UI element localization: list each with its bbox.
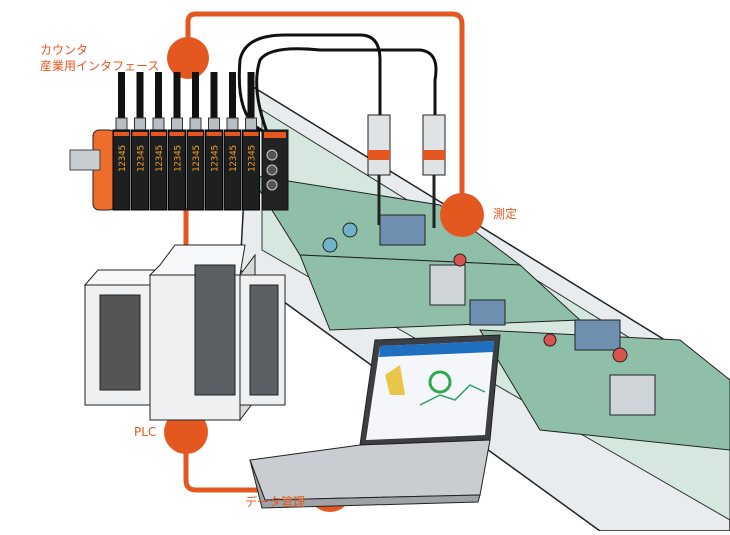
counter-unit: 12345 [186, 72, 205, 211]
plc-servers [83, 244, 286, 422]
connector-cable [136, 72, 144, 122]
counter-unit: 12345 [223, 72, 242, 211]
unit-body [168, 129, 186, 211]
brand-strip [151, 132, 166, 136]
brand-strip [225, 132, 240, 136]
unit-body [131, 129, 149, 211]
line-counter-to-measurement [185, 11, 465, 215]
din-rail [69, 149, 101, 171]
label-counter-line1: カウンタ [40, 43, 89, 57]
unit-body [223, 129, 242, 211]
label-counter: カウンタ 産業用インタフェース [40, 42, 159, 74]
brand-strip [188, 132, 203, 136]
node-counter-dot [167, 37, 209, 79]
counter-display: 12345 [192, 145, 202, 172]
connector-cable [155, 72, 162, 122]
connector-cable [173, 72, 181, 122]
counter-units: 12345 12345 12345 12345 12345 12345 12345 12345 [69, 72, 260, 211]
interface-module [261, 129, 289, 211]
brand-strip [132, 132, 148, 136]
counter-display: 12345 [174, 145, 184, 172]
unit-body [112, 129, 131, 211]
brand-strip [114, 132, 129, 136]
measurement-probes [237, 33, 446, 228]
node-measurement-dot [440, 193, 484, 237]
counter-display: 12345 [248, 145, 258, 172]
circuit-boards [248, 174, 730, 451]
counter-unit: 12345 [131, 72, 149, 211]
label-measurement: 測定 [493, 207, 518, 221]
counter-unit: 12345 [112, 72, 131, 211]
brand-strip [243, 132, 259, 136]
counter-unit: 12345 [242, 72, 260, 211]
counter-display: 12345 [211, 145, 221, 172]
counter-unit: 12345 [205, 72, 223, 211]
counter-display: 12345 [155, 145, 165, 172]
brand-strip [169, 132, 185, 136]
line-plc-to-data [183, 437, 333, 493]
unit-body [149, 129, 168, 211]
node-plc-dot [164, 410, 208, 454]
counter-unit: 12345 [149, 72, 168, 211]
label-data-management: データ管理 [245, 495, 306, 509]
counter-unit: 12345 [168, 72, 186, 211]
unit-body [205, 129, 223, 211]
counter-display: 12345 [118, 145, 128, 172]
label-counter-line2: 産業用インタフェース [40, 59, 160, 73]
label-plc: PLC [134, 425, 157, 439]
unit-body [186, 129, 205, 211]
counter-display: 12345 [229, 145, 239, 172]
connector-cable [229, 72, 236, 122]
connector-cable [210, 72, 218, 122]
laptop [249, 334, 501, 509]
unit-body [242, 129, 260, 211]
connector-cable [118, 72, 125, 122]
connector-cable [192, 72, 199, 122]
connector-cable [247, 72, 255, 122]
brand-strip [206, 132, 222, 136]
counter-display: 12345 [137, 145, 147, 172]
